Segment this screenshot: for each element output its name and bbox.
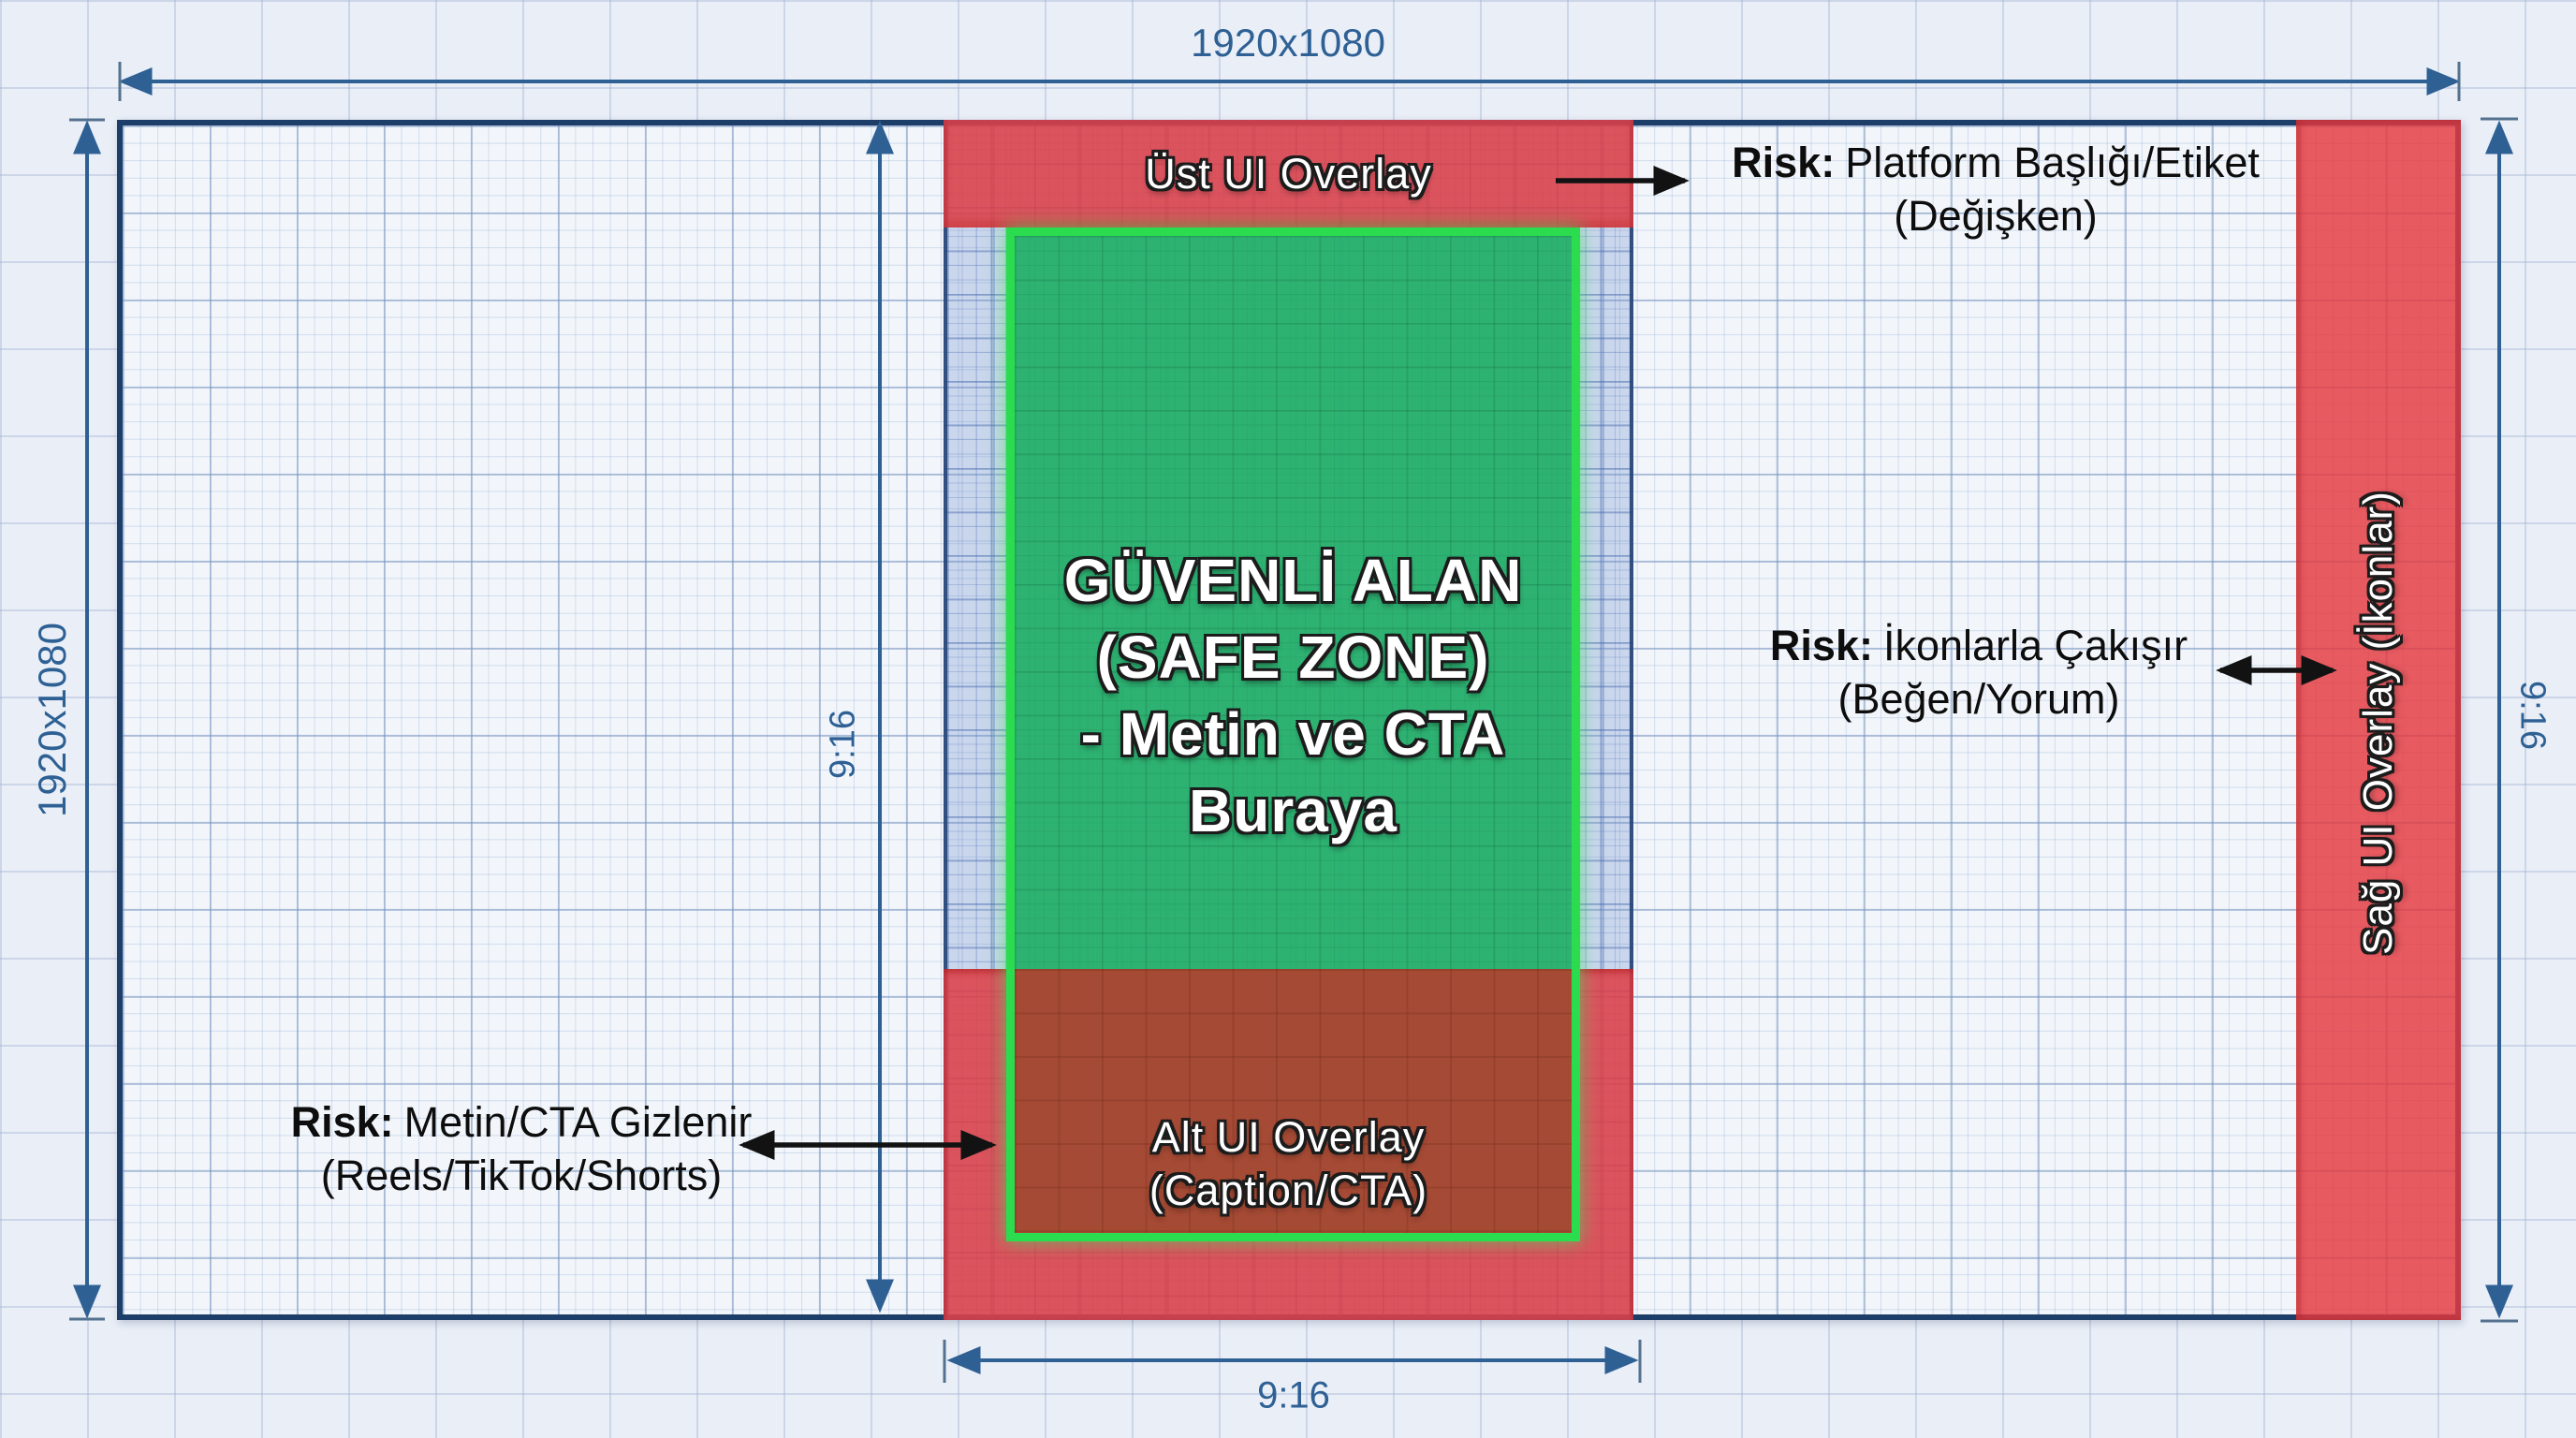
- risk-bottom-line2: (Reels/TikTok/Shorts): [320, 1152, 723, 1199]
- right-ui-overlay: [2296, 120, 2461, 1320]
- width-dimension-label: 1920x1080: [1191, 21, 1385, 65]
- safe-zone-label-line1: GÜVENLİ ALAN: [1063, 546, 1523, 614]
- safe-zone-label-line2: (SAFE ZONE): [1096, 623, 1490, 691]
- risk-annotation-right: Risk:İkonlarla Çakışır (Beğen/Yorum): [1770, 619, 2188, 726]
- safe-zone-label-line3: - Metin ve CTA: [1080, 699, 1506, 768]
- risk-bottom-line1: Risk:Metin/CTA Gizlenir: [291, 1095, 753, 1149]
- column-ratio-label-right: 9:16: [2512, 681, 2553, 750]
- safe-zone-green-fill: [1015, 236, 1572, 969]
- safe-zone: [1006, 227, 1580, 1241]
- bottom-overlay-label: Alt UI Overlay (Caption/CTA): [944, 1110, 1633, 1217]
- risk-right-line1: Risk:İkonlarla Çakışır: [1770, 619, 2188, 672]
- risk-top-prefix: Risk:: [1732, 139, 1836, 186]
- risk-right-text: İkonlarla Çakışır: [1882, 622, 2188, 669]
- risk-top-line2: (Değişken): [1894, 192, 2098, 240]
- top-overlay-label: Üst UI Overlay: [1145, 149, 1432, 198]
- safe-zone-label: GÜVENLİ ALAN (SAFE ZONE) - Metin ve CTA …: [1006, 188, 1580, 1202]
- column-ratio-label-bottom: 9:16: [1257, 1374, 1330, 1416]
- column-ratio-label-left: 9:16: [823, 710, 863, 779]
- height-dimension-label: 1920x1080: [30, 623, 74, 817]
- safe-zone-overlap-fill: [1015, 969, 1572, 1233]
- risk-annotation-bottom: Risk:Metin/CTA Gizlenir (Reels/TikTok/Sh…: [291, 1095, 753, 1202]
- bottom-overlay-label-line1: Alt UI Overlay: [1151, 1113, 1426, 1161]
- risk-right-prefix: Risk:: [1769, 622, 1873, 669]
- top-ui-overlay: [944, 120, 1633, 227]
- risk-annotation-top: Risk:Platform Başlığı/Etiket (Değişken): [1732, 136, 2260, 242]
- risk-top-text: Platform Başlığı/Etiket: [1845, 139, 2260, 186]
- risk-bottom-text: Metin/CTA Gizlenir: [403, 1098, 753, 1146]
- risk-top-line1: Risk:Platform Başlığı/Etiket: [1732, 136, 2260, 189]
- bottom-overlay-label-line2: (Caption/CTA): [1149, 1167, 1428, 1214]
- right-overlay-label: Sağ UI Overlay (İkonlar): [2355, 491, 2401, 955]
- safe-zone-label-line4: Buraya: [1189, 776, 1398, 844]
- risk-right-line2: (Beğen/Yorum): [1837, 675, 2120, 723]
- risk-bottom-prefix: Risk:: [290, 1098, 394, 1146]
